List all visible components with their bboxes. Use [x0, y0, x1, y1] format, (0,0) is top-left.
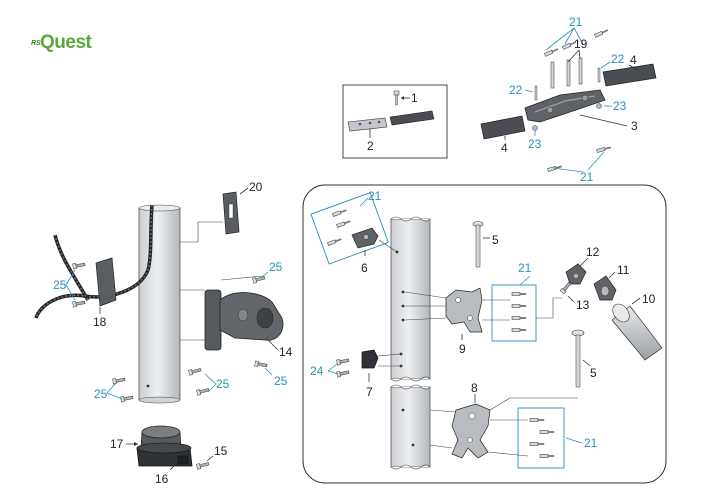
- part-14-gooseneck: [204, 289, 284, 351]
- callout-24: 24: [310, 364, 324, 378]
- callout-21-panel-topleft: 21: [368, 189, 382, 203]
- boom-head-assembly: 21 19 22 22 4 23 3 4 23 21: [480, 15, 657, 184]
- mast-lower-assembly: 18 25 20 14 25 25: [34, 180, 293, 486]
- callout-3: 3: [631, 119, 638, 133]
- part-1-pin: [393, 90, 400, 106]
- callout-17: 17: [110, 437, 124, 451]
- callout-19: 19: [574, 37, 588, 51]
- mast-lower-segment: [390, 386, 431, 468]
- callout-22-right: 22: [611, 52, 625, 66]
- brand-logo: RS Quest: [31, 32, 93, 53]
- callout-18: 18: [93, 315, 107, 329]
- part-7-pad: [361, 349, 379, 369]
- part-11-boom-end: [593, 275, 617, 301]
- callout-21-top: 21: [569, 15, 583, 29]
- callout-22-left: 22: [509, 83, 523, 97]
- callout-21-panel-lower: 21: [584, 436, 598, 450]
- mast-upper-segment: [390, 218, 431, 380]
- callout-8: 8: [471, 381, 478, 395]
- callout-14: 14: [279, 345, 293, 359]
- part-8-bracket: [451, 403, 491, 459]
- part-4-boom-tube-left: [480, 115, 526, 140]
- callout-21-panel-middle: 21: [518, 261, 532, 275]
- callout-23-left: 23: [528, 137, 542, 151]
- brand-name: Quest: [40, 32, 93, 53]
- callout-4-right: 4: [630, 53, 637, 67]
- part-2-strip: [347, 110, 435, 132]
- callout-25-lower-right: 25: [274, 374, 288, 388]
- callout-5-lower: 5: [590, 366, 597, 380]
- brand-prefix: RS: [31, 40, 41, 47]
- part-5-pin-upper: [472, 221, 484, 268]
- callout-2: 2: [367, 139, 374, 153]
- callout-20: 20: [249, 180, 263, 194]
- callout-25-lower-left: 25: [94, 387, 108, 401]
- callout-6: 6: [361, 261, 368, 275]
- callout-16: 16: [155, 472, 169, 486]
- part-9-bracket: [445, 287, 483, 333]
- callout-5-upper: 5: [492, 233, 499, 247]
- callout-15: 15: [214, 444, 228, 458]
- inset-box-parts-1-2: 1 2: [342, 84, 448, 159]
- callout-4-left: 4: [501, 141, 508, 155]
- mast-tube: [138, 207, 181, 401]
- callout-10: 10: [642, 292, 656, 306]
- callout-12: 12: [586, 245, 600, 259]
- callout-25-cleat: 25: [53, 278, 67, 292]
- part-4-boom-tube-right: [602, 63, 657, 87]
- part-17-mast-base: [136, 425, 193, 467]
- callout-11: 11: [617, 263, 630, 277]
- callout-1: 1: [411, 91, 418, 105]
- callout-21-bottom: 21: [580, 170, 594, 184]
- callout-9: 9: [459, 342, 466, 356]
- part-5-pin-lower: [571, 329, 585, 388]
- detail-panel: 21 6 5 9 21 12: [302, 184, 667, 484]
- callout-13: 13: [576, 298, 590, 312]
- callout-25-lower-center: 25: [216, 377, 230, 391]
- part-18-rope-cleat: [95, 257, 117, 307]
- callout-25-upper-right: 25: [269, 260, 283, 274]
- callout-7: 7: [366, 385, 373, 399]
- callout-23-right: 23: [613, 99, 627, 113]
